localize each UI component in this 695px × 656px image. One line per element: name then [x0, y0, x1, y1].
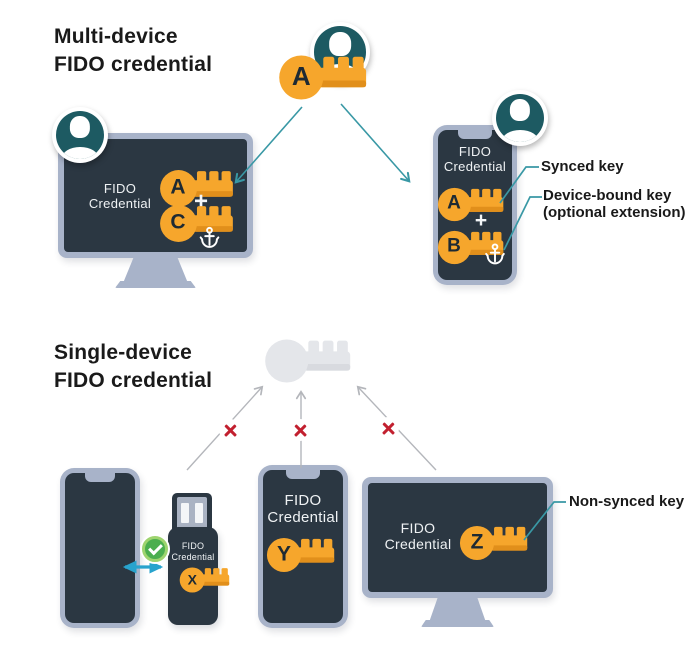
- label-line1: FIDO: [103, 181, 137, 196]
- phone-user-avatar-icon: [492, 90, 548, 146]
- blocked-x-icon: [289, 419, 311, 441]
- non-synced-key-label: Non-synced key: [569, 493, 685, 510]
- device-bound-line2: (optional extension): [543, 204, 686, 221]
- key-letter: A: [447, 192, 461, 214]
- label-line2: Credential: [88, 196, 152, 211]
- label-line2: Credential: [267, 509, 339, 526]
- key-c-desktop: C: [159, 203, 237, 244]
- multi-device-title-line2: FIDO credential: [54, 53, 213, 76]
- fido-credential-label-usb: FIDO Credential: [169, 541, 217, 563]
- label-line1: FIDO: [458, 144, 492, 159]
- avatar-head: [329, 31, 351, 56]
- master-synced-key: A: [278, 53, 371, 102]
- key-letter: B: [447, 235, 461, 257]
- check-icon: [142, 536, 168, 562]
- key-z-desktop: Z: [459, 524, 531, 562]
- key-icon: [264, 337, 355, 385]
- usb-connector: [172, 493, 212, 529]
- key-b-phone: B: [437, 229, 507, 266]
- key-letter: Z: [470, 530, 484, 554]
- x-glyph: [293, 423, 308, 438]
- monitor-stand-base: [115, 280, 196, 288]
- usb-slot: [181, 503, 189, 523]
- device-bound-line1: Device-bound key: [543, 187, 672, 204]
- key-letter: A: [170, 175, 186, 199]
- fido-credential-label-desktop-single: FIDO Credential: [382, 520, 454, 552]
- phone-notch: [458, 130, 492, 139]
- single-device-title-line1: Single-device: [54, 341, 192, 364]
- x-glyph: [381, 421, 396, 436]
- phone-screen: [65, 473, 135, 623]
- key-y-phone: Y: [266, 536, 338, 574]
- usb-slot: [195, 503, 203, 523]
- key-letter: Y: [276, 542, 292, 566]
- phone-notch: [286, 470, 320, 479]
- avatar-head: [509, 99, 531, 122]
- avatar-face: [495, 93, 545, 143]
- plus-sign: +: [474, 209, 488, 232]
- key-letter: C: [170, 210, 186, 234]
- key-a-phone: A: [437, 186, 507, 223]
- label-line2: Credential: [171, 552, 215, 562]
- avatar-face: [55, 110, 105, 160]
- key-a-desktop: A: [159, 168, 237, 209]
- monitor-stand-neck: [429, 597, 486, 621]
- phone-notch: [85, 473, 115, 482]
- key-letter: X: [187, 571, 197, 588]
- avatar-shoulders: [501, 129, 539, 143]
- anchor-icon: [484, 242, 506, 267]
- faded-sync-key-icon: [264, 337, 355, 385]
- fido-credential-label-phone-multi: FIDO Credential: [437, 144, 513, 174]
- label-line1: FIDO: [400, 520, 436, 536]
- label-line1: FIDO: [284, 492, 322, 509]
- label-line1: FIDO: [181, 541, 205, 551]
- fido-credential-label-phone-single: FIDO Credential: [262, 492, 344, 526]
- avatar-shoulders: [61, 146, 99, 160]
- desktop-user-avatar-icon: [52, 107, 108, 163]
- label-line2: Credential: [384, 536, 452, 552]
- phone-empty: [60, 468, 140, 628]
- label-line2: Credential: [443, 159, 507, 174]
- single-device-title: Single-device FIDO credential: [54, 339, 212, 395]
- avatar-head: [69, 116, 91, 139]
- x-glyph: [223, 423, 238, 438]
- key-x-usb: X: [179, 566, 232, 594]
- synced-key-label: Synced key: [541, 158, 624, 175]
- usb-connector-inner: [177, 497, 207, 529]
- device-bound-key-label: Device-bound key (optional extension): [543, 187, 686, 221]
- multi-device-title-line1: Multi-device: [54, 25, 178, 48]
- single-device-title-line2: FIDO credential: [54, 369, 213, 392]
- monitor-stand-base: [421, 619, 494, 627]
- sync-arrow-to-phone: [340, 103, 411, 183]
- key-letter: A: [291, 60, 311, 91]
- monitor-stand-neck: [123, 257, 188, 282]
- multi-device-title: Multi-device FIDO credential: [54, 23, 212, 79]
- anchor-icon: [198, 226, 221, 250]
- blocked-x-icon: [377, 417, 399, 439]
- fido-credential-label-desktop: FIDO Credential: [88, 181, 152, 211]
- blocked-x-icon: [219, 419, 241, 441]
